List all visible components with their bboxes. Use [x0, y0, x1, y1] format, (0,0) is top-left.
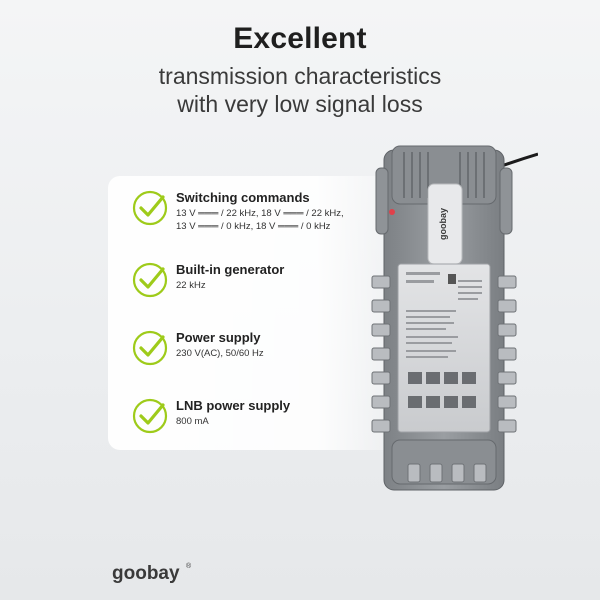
feature-lnb-power-supply: LNB power supply 800 mA — [132, 398, 402, 438]
feature-text: Built-in generator 22 kHz — [176, 262, 284, 292]
brand-logo: goobay ® — [112, 560, 222, 584]
check-icon — [132, 190, 168, 226]
feature-power-supply: Power supply 230 V(AC), 50/60 Hz — [132, 330, 402, 370]
feature-title: Built-in generator — [176, 262, 285, 277]
feature-text: Switching commands 13 V ═══ / 22 kHz, 18… — [176, 190, 344, 233]
device-logo: goobay — [438, 208, 448, 240]
feature-built-in-generator: Built-in generator 22 kHz — [132, 262, 402, 302]
feature-title: LNB power supply — [176, 398, 291, 413]
subtitle-line-2: with very low signal loss — [177, 91, 423, 117]
registered-mark: ® — [186, 562, 192, 570]
goobay-logo: goobay ® — [112, 562, 192, 584]
check-icon — [132, 330, 168, 366]
subtitle-line-1: transmission characteristics — [158, 63, 442, 89]
feature-desc-line-1: 230 V(AC), 50/60 Hz — [176, 348, 264, 359]
multiswitch-device: goobay — [371, 145, 538, 491]
feature-switching-commands: Switching commands 13 V ═══ / 22 kHz, 18… — [132, 190, 402, 240]
power-led-icon — [389, 209, 395, 215]
feature-desc-line-1: 13 V ═══ / 22 kHz, 18 V ═══ / 22 kHz, — [176, 208, 344, 219]
check-icon — [132, 262, 168, 298]
headline: Excellent transmission characteristics w… — [0, 22, 600, 118]
feature-text: Power supply 230 V(AC), 50/60 Hz — [176, 330, 264, 360]
page-title: Excellent — [233, 22, 367, 55]
feature-desc-line-1: 800 mA — [176, 416, 209, 427]
feature-text: LNB power supply 800 mA — [176, 398, 290, 428]
check-icon — [132, 398, 168, 434]
feature-title: Switching commands — [176, 190, 310, 205]
feature-desc-line-2: 13 V ═══ / 0 kHz, 18 V ═══ / 0 kHz — [176, 221, 331, 232]
feature-desc-line-1: 22 kHz — [176, 280, 206, 291]
brand-wordmark: goobay — [112, 563, 180, 584]
feature-title: Power supply — [176, 330, 261, 345]
